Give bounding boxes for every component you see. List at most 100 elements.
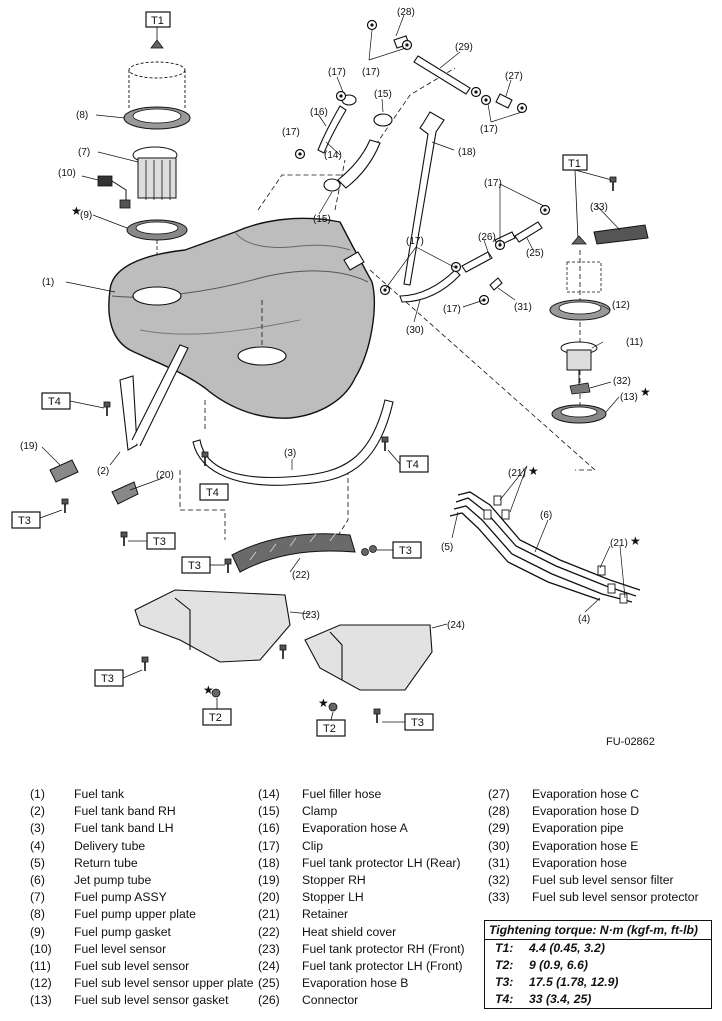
legend-item: (2)Fuel tank band RH — [30, 803, 254, 820]
callout-1: (1) — [42, 277, 54, 288]
torque-value: 9 (0.9, 6.6) — [529, 958, 588, 972]
torque-tag-t4-c: T4 — [206, 487, 219, 499]
callout-17-b: (17) — [362, 67, 380, 78]
torque-tag-t2-a: T2 — [209, 712, 222, 724]
legend-item: (10)Fuel level sensor — [30, 941, 254, 958]
legend-item-number: (30) — [488, 838, 510, 853]
legend-item: (23)Fuel tank protector RH (Front) — [258, 941, 465, 958]
callout-23: (23) — [302, 610, 320, 621]
callout-3: (3) — [284, 448, 296, 459]
callout-10: (10) — [58, 168, 76, 179]
legend-item: (11)Fuel sub level sensor — [30, 958, 254, 975]
legend-item-number: (5) — [30, 855, 45, 870]
legend-item-number: (33) — [488, 890, 510, 905]
legend-item-number: (28) — [488, 804, 510, 819]
torque-key: T4: — [495, 992, 514, 1006]
torque-value: 17.5 (1.78, 12.9) — [529, 975, 619, 989]
tubes-group — [449, 491, 641, 603]
legend-item-label: Fuel pump ASSY — [74, 890, 167, 905]
legend-item-number: (6) — [30, 873, 45, 888]
legend-item: (7)Fuel pump ASSY — [30, 889, 254, 906]
legend-item-number: (20) — [258, 890, 280, 905]
legend-item: (18)Fuel tank protector LH (Rear) — [258, 855, 465, 872]
callout-13: (13) — [620, 392, 638, 403]
torque-tag-t4-b: T4 — [406, 459, 419, 471]
torque-tag-t3-e: T3 — [101, 673, 114, 685]
legend-column-3: (27)Evaporation hose C(28) Evaporation ho… — [488, 786, 699, 906]
torque-tag-t3-c: T3 — [188, 560, 201, 572]
torque-table-heading: Tightening torque: N·m (kgf-m, ft-lb) — [485, 921, 711, 940]
legend-item: (16)Evaporation hose A — [258, 820, 465, 837]
fuel-tank — [108, 217, 375, 419]
legend-item: (13)Fuel sub level sensor gasket — [30, 992, 254, 1009]
legend-item-number: (19) — [258, 873, 280, 888]
legend-item: (3)Fuel tank band LH — [30, 820, 254, 837]
legend-item-number: (1) — [30, 787, 45, 801]
legend-item-label: Fuel pump upper plate — [74, 907, 196, 922]
legend-item: (27)Evaporation hose C — [488, 786, 699, 803]
legend-column-2: (14)Fuel filler hose(15)Clamp(16)Evapora… — [258, 786, 465, 1010]
callout-33: (33) — [590, 202, 608, 213]
legend-item-label: Fuel sub level sensor protector — [532, 890, 699, 905]
legend-item: (6) Jet pump tube — [30, 872, 254, 889]
legend-item: (32) Fuel sub level sensor filter — [488, 872, 699, 889]
legend-item-label: Evaporation hose E — [532, 838, 639, 853]
fuel-pump-group: T1 — [97, 11, 191, 285]
callout-17-a: (17) — [328, 67, 346, 78]
legend-item-number: (32) — [488, 873, 510, 888]
callout-11: (11) — [626, 337, 643, 348]
legend-item-label: Fuel tank — [74, 787, 125, 801]
legend-item-number: (22) — [258, 924, 280, 939]
legend-item-label: Connector — [302, 993, 359, 1008]
legend-item: (8) Fuel pump upper plate — [30, 906, 254, 923]
figure-id: FU-02862 — [606, 736, 655, 748]
legend-item-label: Jet pump tube — [74, 873, 152, 888]
tank-bands — [119, 344, 394, 486]
callout-27: (27) — [505, 71, 523, 82]
callout-32: (32) — [613, 376, 631, 387]
legend-item-number: (25) — [258, 976, 280, 991]
callout-labels: (1) (2) (3) (4) (5) (6) (7) (8) (9) (10)… — [20, 7, 643, 631]
legend-item-label: Evaporation hose A — [302, 821, 408, 836]
legend-item-number: (4) — [30, 838, 45, 853]
star-icon: ★ — [203, 683, 214, 697]
callout-17-c: (17) — [282, 127, 300, 138]
callout-12: (12) — [612, 300, 630, 311]
torque-key: T1: — [495, 941, 514, 955]
torque-tags: T4 T4 T4 T3 T3 T3 T3 T3 T2 T2 T3 — [11, 392, 434, 737]
star-icon: ★ — [630, 534, 641, 548]
stoppers-group — [49, 459, 139, 505]
legend-item: (15)Clamp — [258, 803, 465, 820]
legend-item-label: Evaporation pipe — [532, 821, 624, 836]
legend-item-label: Fuel sub level sensor upper plate — [74, 976, 254, 991]
legend-item-label: Fuel level sensor — [74, 941, 167, 956]
legend-item: (17)Clip — [258, 838, 465, 855]
legend-item-label: Evaporation hose D — [532, 804, 640, 819]
legend-item-number: (8) — [30, 907, 45, 922]
legend-item-label: Fuel tank band RH — [74, 804, 176, 819]
legend-item: (29)Evaporation pipe — [488, 820, 699, 837]
exploded-parts-diagram: T1 — [11, 7, 651, 737]
callout-6: (6) — [540, 510, 552, 521]
callout-21-b: (21) — [610, 538, 628, 549]
star-icon: ★ — [71, 204, 82, 218]
star-icon: ★ — [640, 385, 651, 399]
torque-tag-t3-d: T3 — [399, 545, 412, 557]
legend-column-1: (1) Fuel tank (2)Fuel tank band RH(3)Fuel … — [30, 786, 254, 1010]
legend-item-label: Fuel sub level sensor filter — [532, 873, 674, 888]
torque-value: 33 (3.4, 25) — [529, 992, 592, 1006]
legend-item-number: (18) — [258, 855, 280, 870]
legend-item: (22)Heat shield cover — [258, 924, 465, 941]
legend-item: (28) Evaporation hose D — [488, 803, 699, 820]
callout-28: (28) — [397, 7, 415, 18]
legend-item: (33) Fuel sub level sensor protector — [488, 889, 699, 906]
legend-item: (20)Stopper LH — [258, 889, 465, 906]
torque-tag-t1-right: T1 — [568, 158, 581, 170]
torque-tag-t1-top: T1 — [151, 15, 164, 27]
nuts-group — [211, 545, 377, 712]
star-icon: ★ — [318, 696, 329, 710]
legend-item-label: Evaporation hose B — [302, 976, 409, 991]
legend-item-label: Fuel pump gasket — [74, 924, 171, 939]
callout-2: (2) — [97, 466, 109, 477]
torque-row: T3:17.5 (1.78, 12.9) — [485, 974, 711, 991]
